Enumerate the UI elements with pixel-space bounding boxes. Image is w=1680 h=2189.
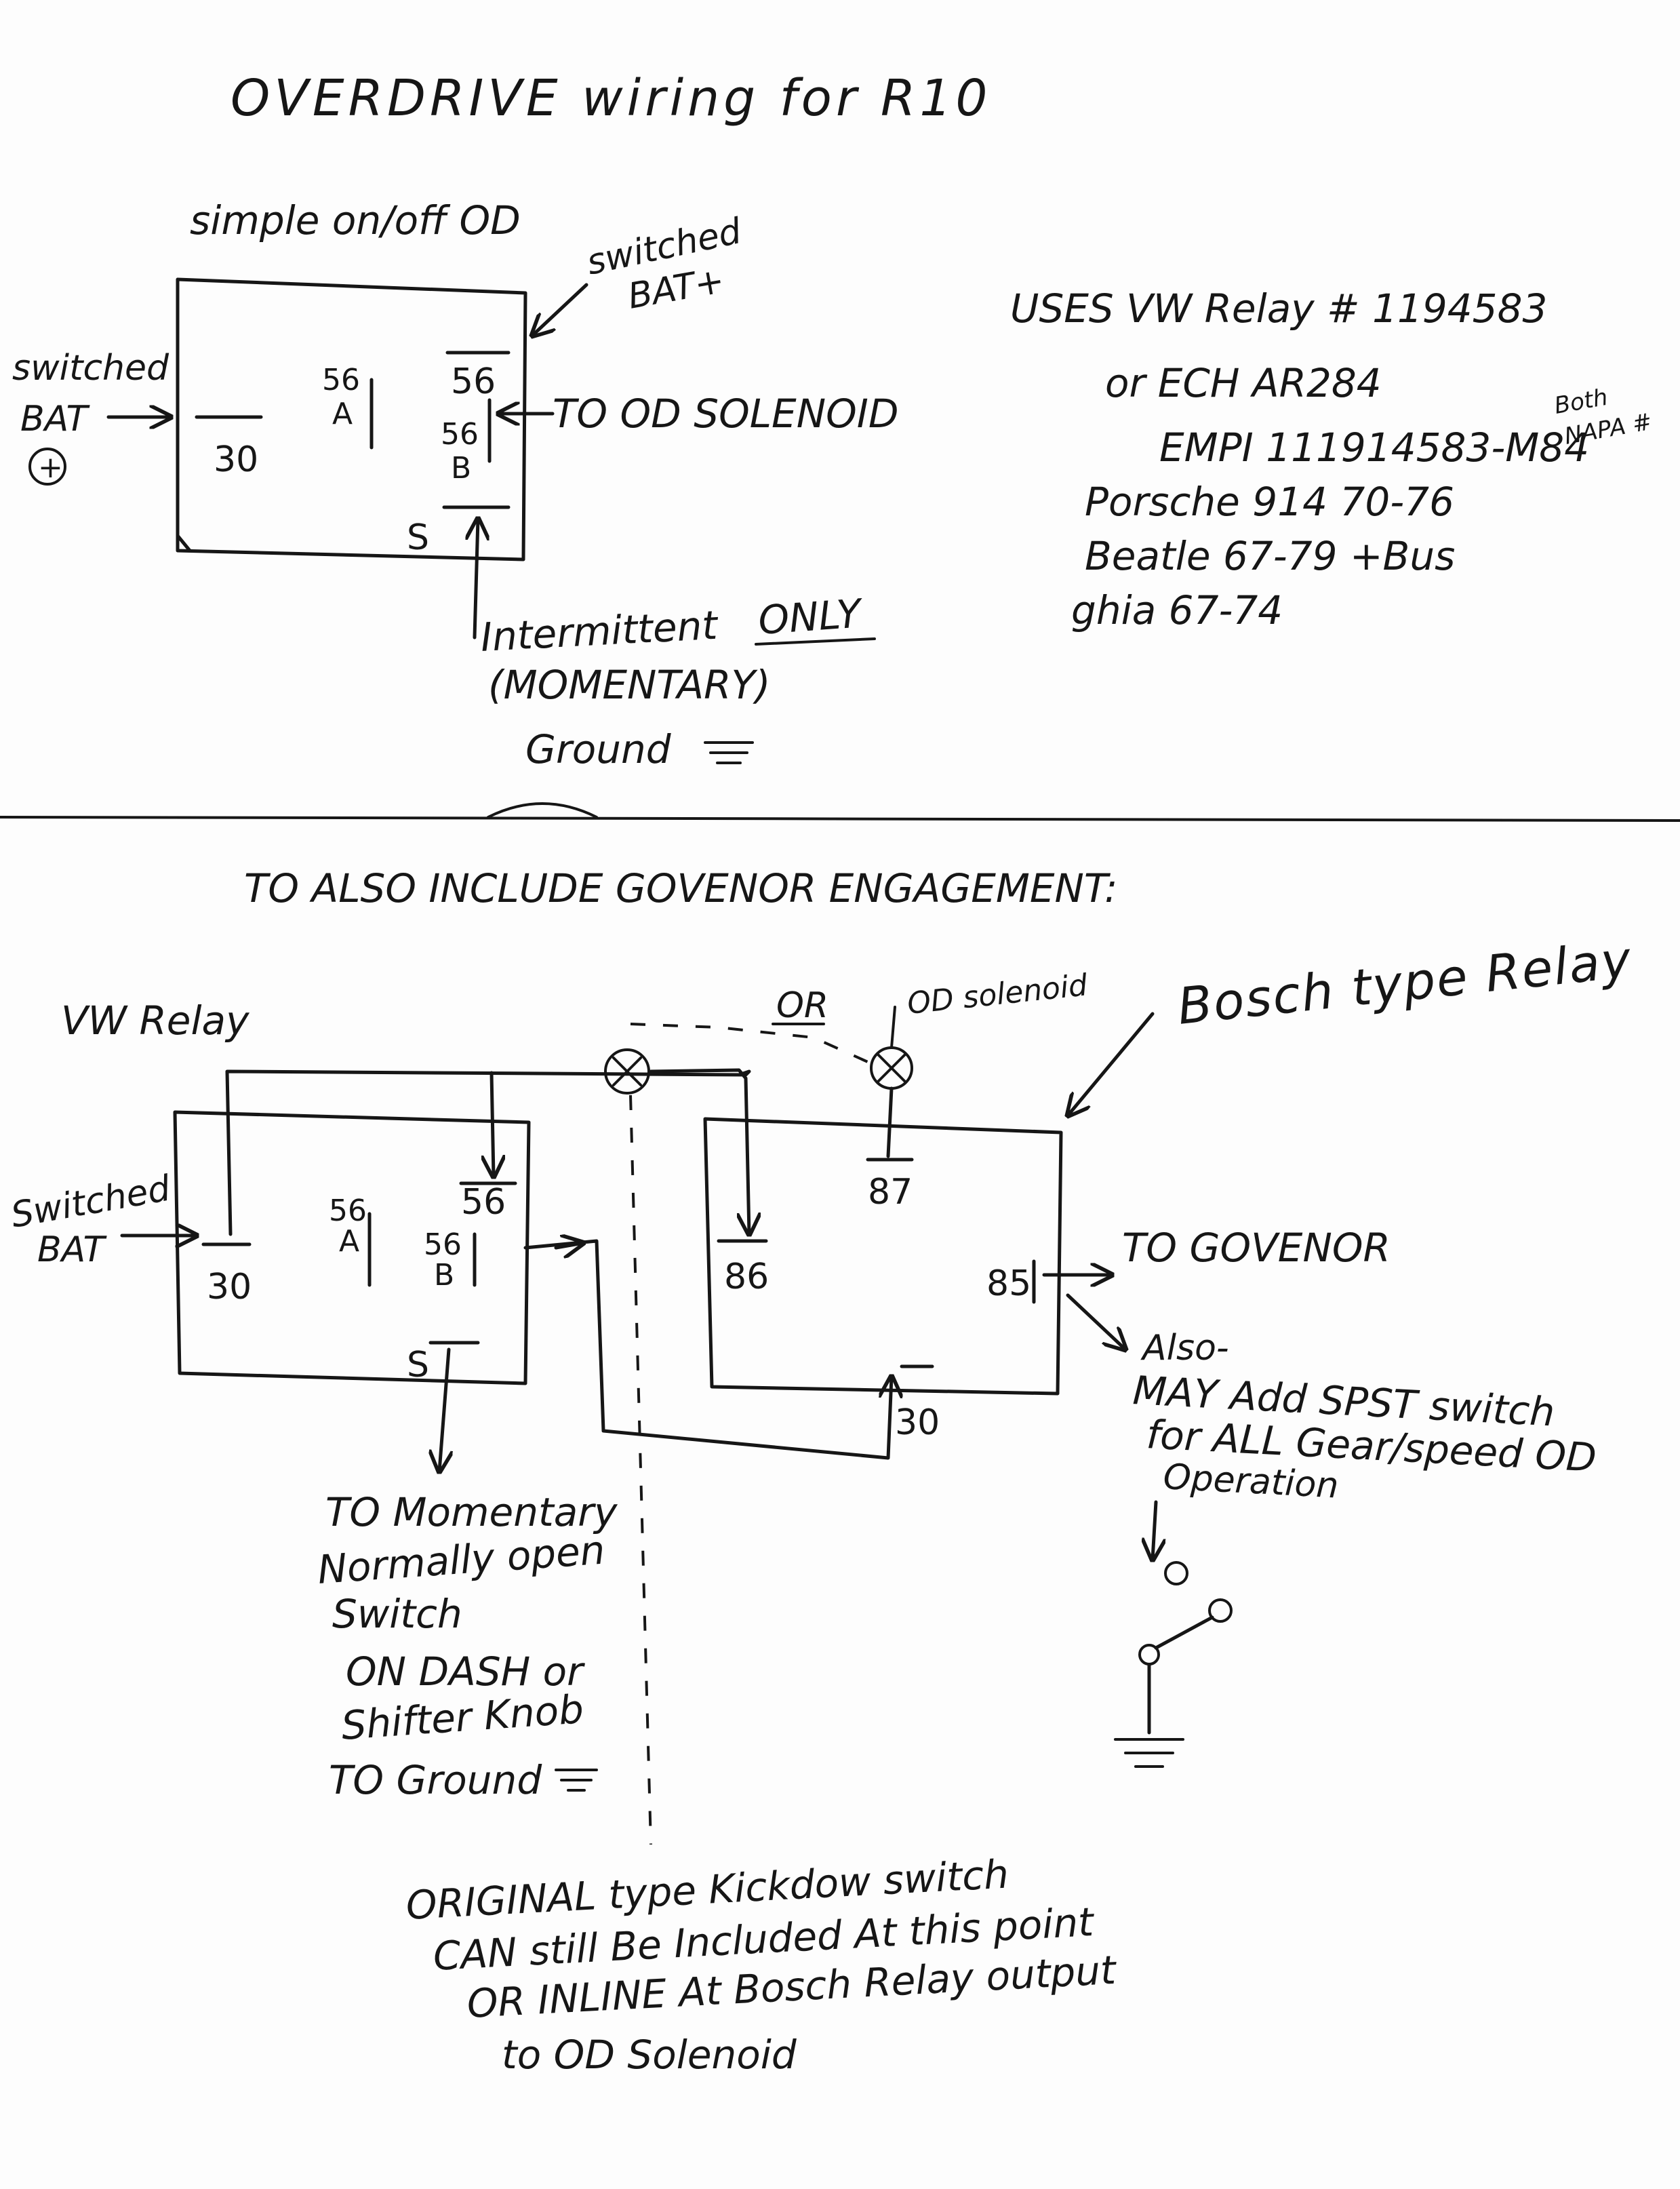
spst-switch-symbol (1138, 1561, 1233, 1735)
wire-56b-arrowhead (554, 1243, 583, 1248)
vw-relay-label: VW Relay (61, 998, 249, 1044)
bottom-bat-label: BAT (37, 1229, 107, 1270)
to-od-solenoid-label: TO OD SOLENOID (553, 391, 899, 437)
to-govenor-label: TO GOVENOR (1122, 1225, 1391, 1271)
relay-info-line3: EMPI 111914583-M84 (1159, 425, 1589, 471)
od-solenoid-label: OD solenoid (906, 968, 1090, 1021)
only-underline (755, 637, 876, 646)
ground-arrow (475, 519, 478, 639)
ground-symbol-top (704, 741, 754, 764)
to-momentary-arrow (439, 1347, 449, 1472)
pin-56b-letter: B (451, 451, 471, 486)
ground-symbol-bottom (555, 1769, 598, 1792)
intermittent-label: Intermittent (479, 602, 720, 660)
spst-down-arrow (1153, 1500, 1156, 1560)
relay-info-line2: or ECH AR284 (1105, 360, 1382, 406)
relay-info-both: Both (1553, 384, 1610, 420)
top-box-tick (176, 534, 192, 553)
top-switched-arrow (532, 283, 588, 336)
spst-ground-symbol (1114, 1738, 1184, 1768)
od-x-b (877, 1053, 906, 1083)
vw-pin-56a-number: 56 (329, 1194, 367, 1228)
also-label: Also- (1140, 1328, 1229, 1368)
wire-top-to-86 (649, 1068, 749, 1234)
wire-top-to-56 (492, 1071, 494, 1177)
od-solenoid-lead (890, 1006, 896, 1049)
relay-info-line4: Porsche 914 70-76 (1085, 479, 1454, 525)
vw-relay-box (173, 1110, 531, 1385)
divider-arc (487, 802, 598, 819)
plus-symbol: + (38, 450, 63, 485)
also-arrow (1066, 1293, 1125, 1349)
left-bat-label: BAT (20, 399, 90, 439)
momentary-line-5: Shifter Knob (340, 1686, 585, 1749)
top-relay-box (176, 277, 527, 561)
kickdown-x-b (612, 1057, 642, 1086)
or-label: OR (776, 985, 828, 1026)
vw-pin-s-label: S (407, 1345, 429, 1385)
bosch-relay-label: Bosch type Relay (1175, 930, 1635, 1036)
momentary-line-1: TO Momentary (325, 1489, 618, 1535)
pin-56a-letter: A (332, 397, 353, 431)
momentary-line-6: TO Ground (329, 1757, 542, 1803)
pin-56-label: 56 (451, 361, 496, 402)
left-switched-label: switched (12, 348, 169, 389)
spst-line-3: Operation (1162, 1457, 1340, 1506)
bosch-pin-87-label: 87 (868, 1172, 913, 1212)
or-dash-line (630, 1023, 882, 1069)
momentary-line-4: ON DASH or (346, 1649, 585, 1695)
bosch-pin-86-label: 86 (724, 1257, 769, 1297)
od-to-87-wire (886, 1086, 894, 1158)
pin-56a-number: 56 (322, 363, 360, 397)
relay-info-line5: Beatle 67-79 +Bus (1085, 533, 1455, 579)
section-divider (0, 816, 1680, 822)
only-label: ONLY (757, 590, 865, 644)
vw-pin-56-label: 56 (461, 1182, 506, 1223)
bottom-subtitle: TO ALSO INCLUDE GOVENOR ENGAGEMENT: (244, 865, 1118, 911)
bosch-relay-box (703, 1117, 1063, 1396)
vw-pin-30-label: 30 (207, 1267, 252, 1307)
bosch-pin-85-label: 85 (986, 1263, 1031, 1304)
relay-info-line6: ghia 67-74 (1071, 587, 1283, 633)
page-title: OVERDRIVE wiring for R10 (231, 69, 991, 127)
relay-info-line1: USES VW Relay # 1194583 (1010, 285, 1547, 332)
pin-56b-number: 56 (441, 417, 479, 452)
wire-top-loop (225, 1069, 751, 1236)
momentary-label: (MOMENTARY) (488, 662, 771, 708)
pin-30-label: 30 (214, 439, 258, 480)
momentary-line-2: Normally open (316, 1527, 606, 1593)
pin-s-label: S (407, 517, 429, 558)
kickdown-dash-line (629, 1094, 652, 1845)
bottom-switched-label: Switched (8, 1168, 174, 1236)
plus-circle (28, 448, 66, 486)
kickdown-line-4: to OD Solenoid (502, 2032, 797, 2078)
vw-pin-56b-number: 56 (424, 1227, 462, 1262)
bosch-arrow (1068, 1012, 1155, 1116)
top-subtitle: simple on/off OD (190, 197, 521, 243)
ground-label: Ground (525, 726, 672, 772)
vw-pin-56a-letter: A (339, 1224, 359, 1259)
momentary-line-3: Switch (332, 1591, 462, 1637)
vw-pin-56b-letter: B (434, 1258, 454, 1293)
bosch-pin-30-label: 30 (895, 1402, 940, 1443)
kickdown-switch-symbol (604, 1048, 650, 1094)
